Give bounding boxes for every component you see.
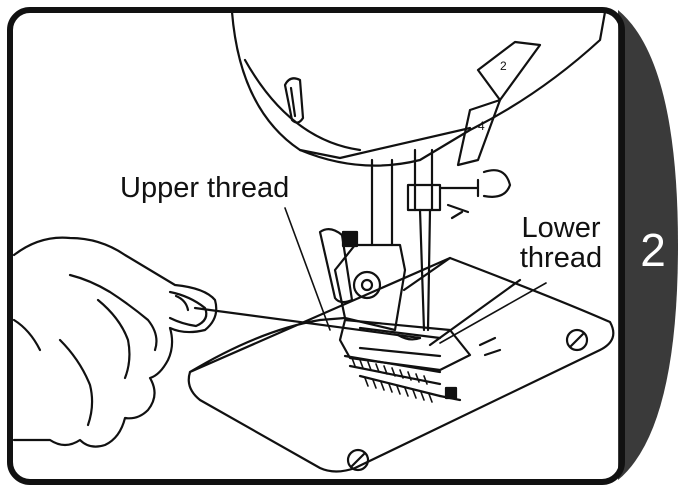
upper-thread-label: Upper thread xyxy=(120,172,290,204)
svg-text:4: 4 xyxy=(478,119,485,133)
panel-border xyxy=(7,7,625,485)
upper-thread-line xyxy=(193,306,422,340)
presser-bar xyxy=(370,158,394,247)
lower-thread-line xyxy=(428,278,522,347)
head-latch xyxy=(283,77,305,124)
machine-head xyxy=(230,10,607,167)
needle-clamp-screw xyxy=(438,169,512,198)
hand xyxy=(12,236,218,448)
plate-screw-bottom xyxy=(346,448,370,472)
stitch-indicator xyxy=(476,40,542,102)
plate-screw-right xyxy=(565,328,589,352)
svg-text:2: 2 xyxy=(500,59,507,73)
lower-thread-label-line1: Lower xyxy=(521,212,601,244)
step-tab xyxy=(618,10,678,480)
lower-thread-label: Lower thread xyxy=(514,213,608,273)
upper-thread-leader xyxy=(284,207,331,331)
presser-foot-shank xyxy=(333,243,407,332)
step-number: 2 xyxy=(640,224,666,276)
feed-dogs xyxy=(343,354,442,398)
presser-foot-screw xyxy=(352,270,382,300)
lower-thread-leader xyxy=(439,282,547,344)
needle-bar xyxy=(413,148,434,212)
lower-thread-label-line2: thread xyxy=(519,242,603,274)
